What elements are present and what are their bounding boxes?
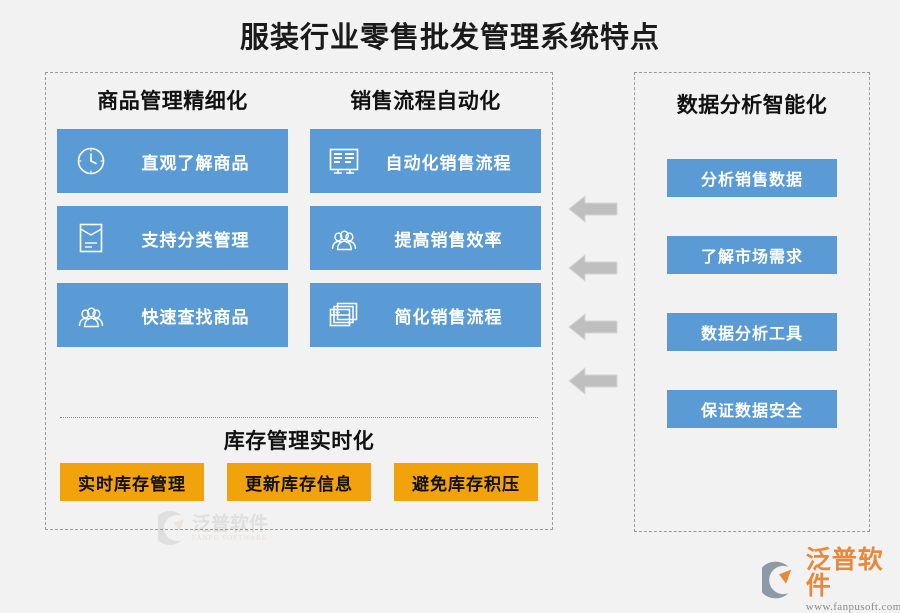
feature-card-label: 简化销售流程 <box>394 307 503 327</box>
people-group-icon <box>310 224 372 252</box>
column-heading: 商品管理精细化 <box>97 89 248 113</box>
analysis-box[interactable]: 数据分析工具 <box>667 313 837 351</box>
right-panel-list: 分析销售数据 了解市场需求 数据分析工具 保证数据安全 <box>667 159 837 467</box>
watermark-logo: 泛普软件 FANPU SOFTWARE <box>158 507 328 549</box>
left-panel: 商品管理精细化 直观了解商品 <box>45 72 553 545</box>
feature-card-label: 支持分类管理 <box>141 230 250 250</box>
feature-card[interactable]: 提高销售效率 <box>310 206 541 270</box>
inventory-heading: 库存管理实时化 <box>223 429 375 453</box>
watermark-mark-icon <box>158 511 184 545</box>
left-panel-columns: 商品管理精细化 直观了解商品 <box>46 85 552 360</box>
feature-card[interactable]: 快速查找商品 <box>57 283 288 347</box>
arrow-left-icon <box>567 192 619 226</box>
right-panel: 数据分析智能化 分析销售数据 了解市场需求 数据分析工具 保证数据安全 <box>634 72 870 532</box>
feature-card-label: 提高销售效率 <box>394 230 503 250</box>
people-group-icon <box>57 301 119 329</box>
inventory-box[interactable]: 更新库存信息 <box>227 463 371 501</box>
feature-card[interactable]: 自动化销售流程 <box>310 129 541 193</box>
inventory-box[interactable]: 实时库存管理 <box>60 463 204 501</box>
analysis-box[interactable]: 分析销售数据 <box>667 159 837 197</box>
watermark-sub: FANPU SOFTWARE <box>192 533 268 542</box>
feature-card[interactable]: 简化销售流程 <box>310 283 541 347</box>
arrow-left-icon <box>567 251 619 285</box>
feature-card-label: 直观了解商品 <box>141 153 250 173</box>
brand-name: 泛普软件 <box>805 547 884 601</box>
fanpu-logo-icon <box>762 561 792 599</box>
feature-card-label: 快速查找商品 <box>141 307 250 327</box>
feature-card[interactable]: 直观了解商品 <box>57 129 288 193</box>
analysis-box[interactable]: 了解市场需求 <box>667 236 837 274</box>
inventory-box[interactable]: 避免库存积压 <box>394 463 538 501</box>
form-document-icon <box>310 147 372 175</box>
brand-url: www.fanpusoft.com <box>805 600 900 613</box>
feature-card-label: 自动化销售流程 <box>385 153 512 173</box>
brand-logo: 泛普软件 www.fanpusoft.com <box>762 547 900 613</box>
inventory-box-row: 实时库存管理 更新库存信息 避免库存积压 <box>60 463 538 501</box>
column-sales-process: 销售流程自动化 <box>299 85 552 360</box>
feature-card[interactable]: 支持分类管理 <box>57 206 288 270</box>
arrow-left-icon <box>567 364 619 398</box>
watermark-name: 泛普软件 <box>192 513 269 535</box>
envelope-folder-icon <box>57 222 119 254</box>
analysis-box[interactable]: 保证数据安全 <box>667 390 837 428</box>
section-divider <box>60 417 538 418</box>
clock-icon <box>57 146 119 176</box>
stacked-windows-icon <box>310 300 372 330</box>
column-heading: 销售流程自动化 <box>350 89 501 113</box>
arrow-left-icon <box>567 310 619 344</box>
column-product-management: 商品管理精细化 直观了解商品 <box>46 85 299 360</box>
right-panel-heading: 数据分析智能化 <box>676 93 828 117</box>
page-title: 服装行业零售批发管理系统特点 <box>239 22 660 54</box>
